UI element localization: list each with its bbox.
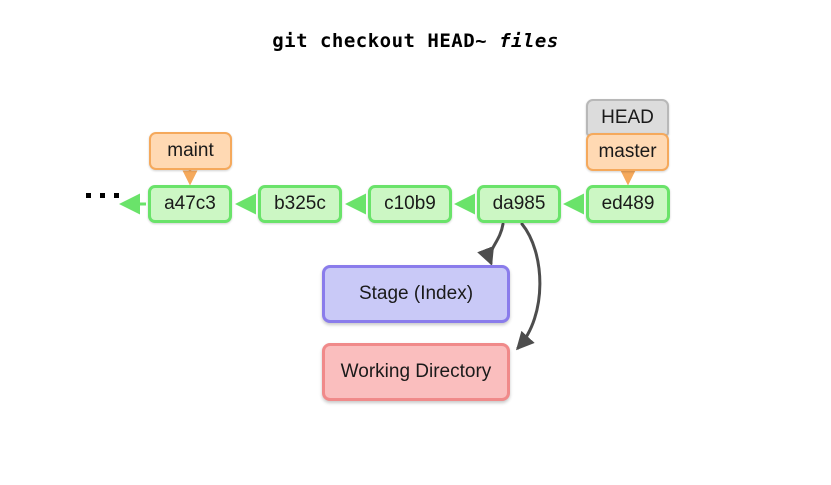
commit-label: b325c — [274, 193, 326, 214]
history-ellipsis — [86, 193, 119, 198]
commit-node-a47c3[interactable]: a47c3 — [148, 185, 232, 223]
commit-node-b325c[interactable]: b325c — [258, 185, 342, 223]
commit-label: c10b9 — [384, 193, 436, 214]
page-title: git checkout HEAD~ files — [0, 30, 831, 52]
commit-label: ed489 — [601, 193, 655, 214]
ellipsis-dot — [100, 193, 105, 198]
commit-node-da985[interactable]: da985 — [477, 185, 561, 223]
stage-index-box[interactable]: Stage (Index) — [322, 265, 510, 323]
head-label: HEAD — [601, 106, 654, 128]
title-command: git checkout HEAD~ — [272, 30, 500, 52]
branch-name: master — [598, 141, 657, 162]
ellipsis-dot — [86, 193, 91, 198]
branch-ref-arrows — [182, 170, 636, 186]
ellipsis-dot — [114, 193, 119, 198]
head-pointer[interactable]: HEAD — [586, 99, 669, 136]
branch-label-master[interactable]: master — [586, 133, 669, 171]
working-directory-label: Working Directory — [340, 361, 492, 382]
arrow-da985-to-stage — [477, 222, 505, 266]
stage-index-label: Stage (Index) — [358, 283, 474, 304]
branch-label-maint[interactable]: maint — [149, 132, 232, 170]
title-argument: files — [499, 30, 559, 52]
branch-name: maint — [167, 140, 214, 161]
arrow-da985-to-working-directory — [515, 222, 542, 351]
commit-label: a47c3 — [164, 193, 216, 214]
working-directory-box[interactable]: Working Directory — [322, 343, 510, 401]
commit-node-ed489[interactable]: ed489 — [586, 185, 670, 223]
commit-node-c10b9[interactable]: c10b9 — [368, 185, 452, 223]
commit-label: da985 — [492, 193, 546, 214]
